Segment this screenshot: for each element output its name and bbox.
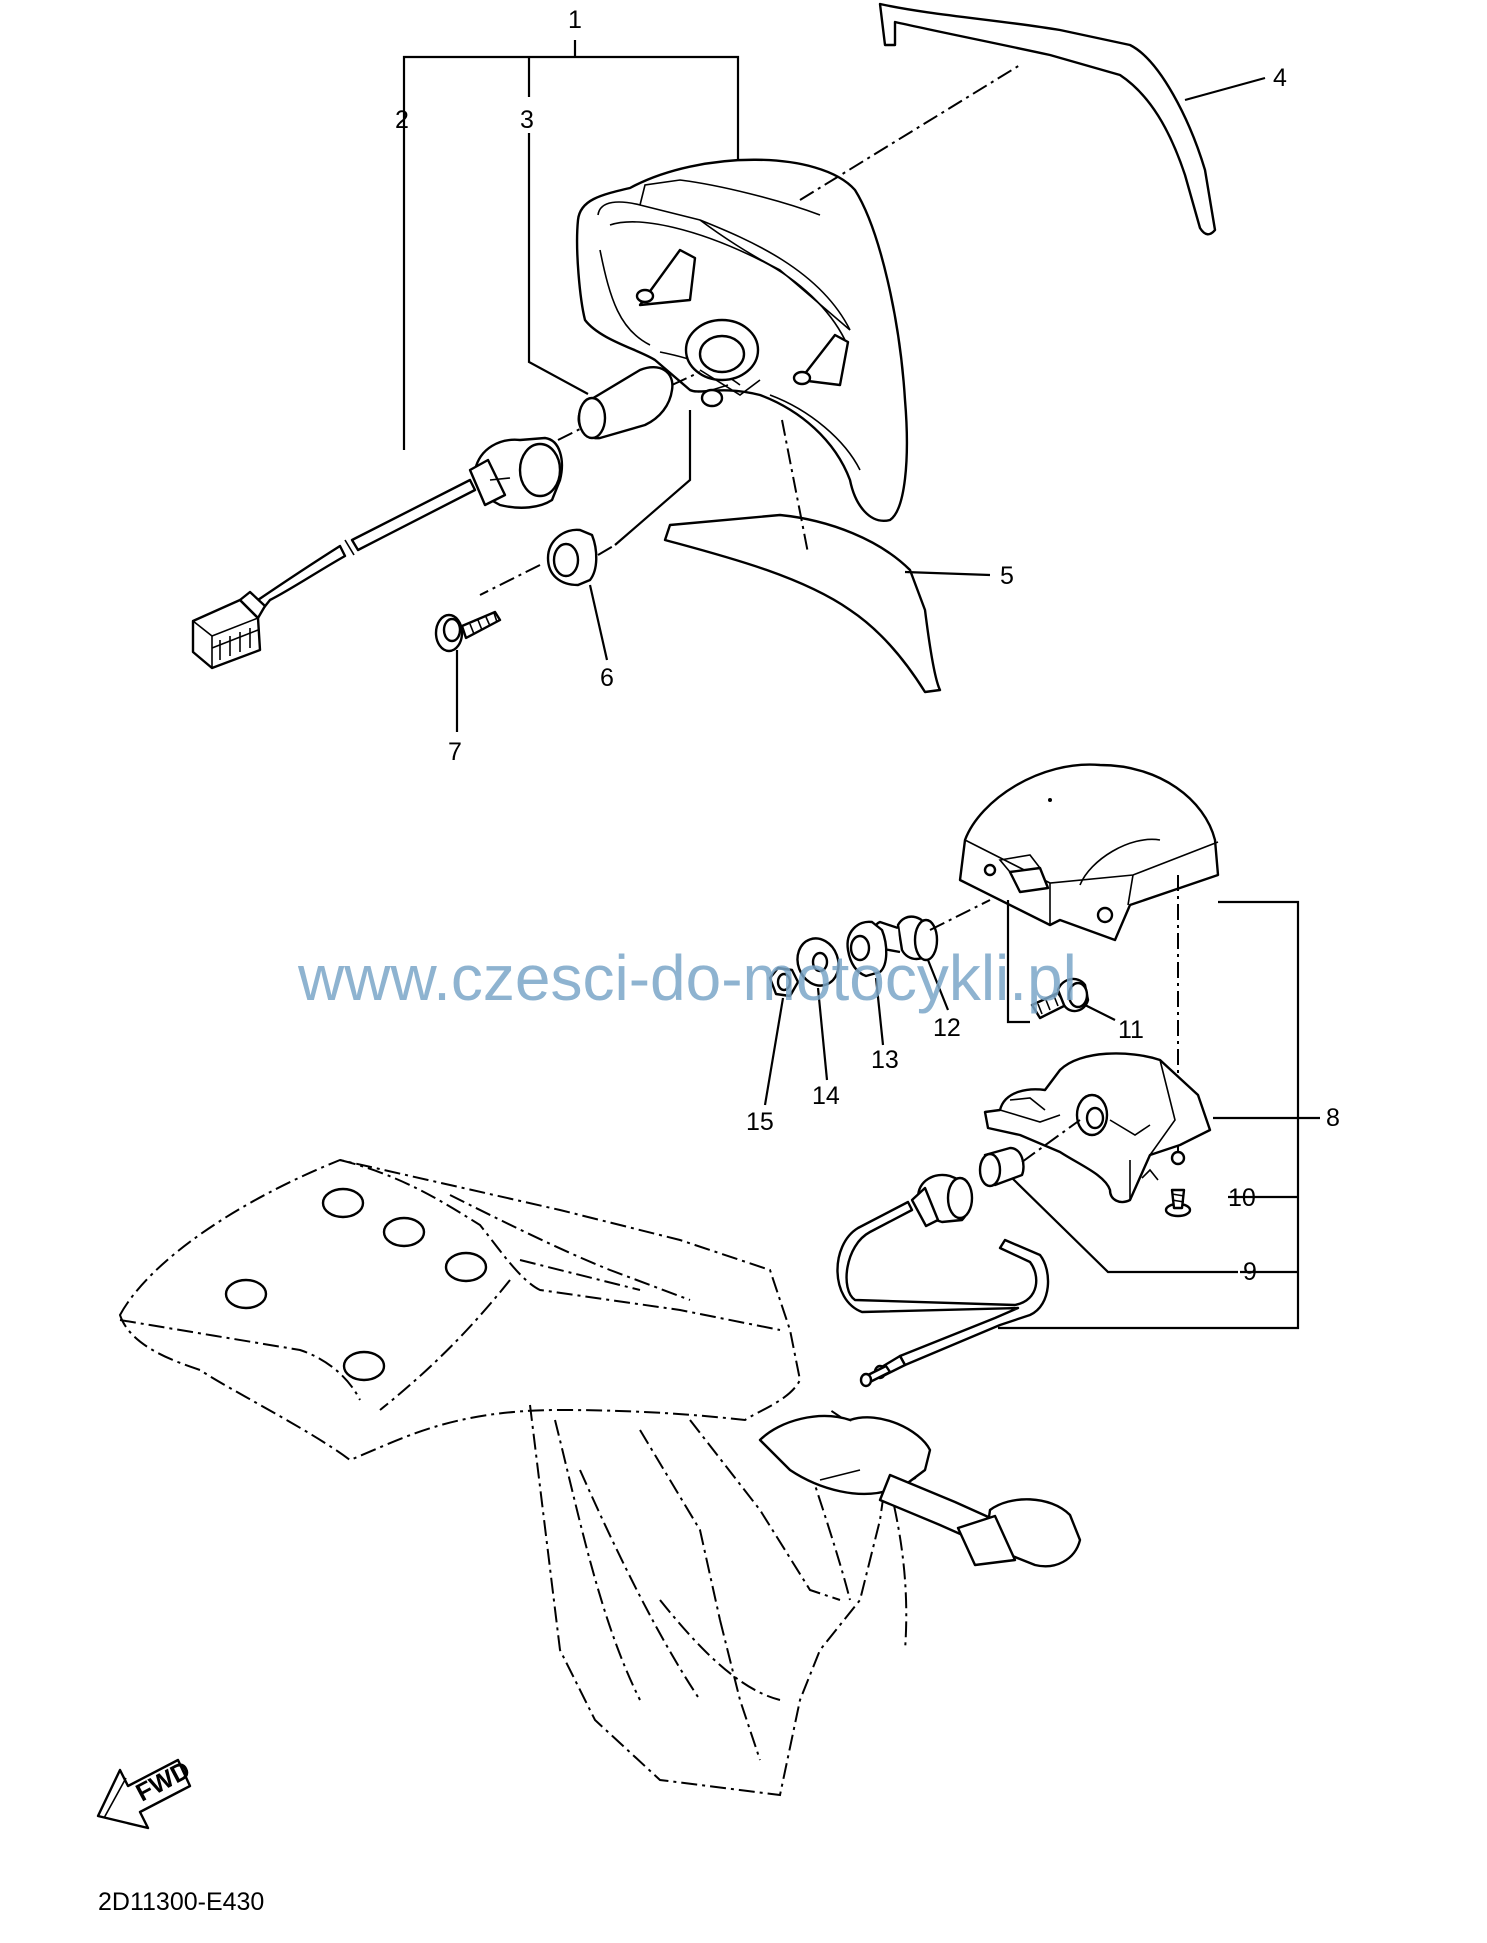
washer-14 <box>796 937 840 1081</box>
callout-5: 5 <box>1000 562 1014 590</box>
callout-4: 4 <box>1273 64 1287 92</box>
screw-7 <box>434 610 502 732</box>
taillight-housing <box>575 158 909 522</box>
fwd-arrow-icon: FWD <box>96 1756 195 1830</box>
screw-10 <box>1164 1188 1192 1218</box>
license-light-body <box>983 1052 1212 1204</box>
callout-2: 2 <box>395 106 409 134</box>
callout-12: 12 <box>933 1014 961 1042</box>
bulb-3 <box>557 366 701 441</box>
reflector-4 <box>878 2 1266 236</box>
turn-signal <box>758 1414 1082 1568</box>
nut-15 <box>763 966 800 1106</box>
bolt-11 <box>1006 900 1116 1024</box>
callout-10: 10 <box>1228 1184 1256 1212</box>
watermark: www.czesci-do-motocykli.pl <box>297 942 1077 1014</box>
bracket-1 <box>402 40 740 450</box>
rear-fender <box>118 1158 908 1797</box>
callout-3: 3 <box>520 106 534 134</box>
license-light-lens <box>958 763 1220 942</box>
cover-5 <box>663 419 991 694</box>
callout-13: 13 <box>871 1046 899 1074</box>
callout-15: 15 <box>746 1108 774 1136</box>
diagram-code: 2D11300-E430 <box>98 1888 264 1916</box>
bulb-9 <box>978 1119 1238 1274</box>
socket-cord-2 <box>191 436 564 670</box>
callout-7: 7 <box>448 738 462 766</box>
leader-3 <box>527 133 589 395</box>
grommet-13 <box>846 920 888 1046</box>
callout-11: 11 <box>1118 1016 1144 1044</box>
grommet-6 <box>479 410 692 661</box>
centerline-4 <box>799 64 1021 201</box>
callout-1: 1 <box>568 6 582 34</box>
callout-6: 6 <box>600 664 614 692</box>
centerline-5 <box>781 419 809 554</box>
callout-14: 14 <box>812 1082 840 1110</box>
callout-8: 8 <box>1326 1104 1340 1132</box>
callout-9: 9 <box>1243 1258 1257 1286</box>
socket-wire-9 <box>836 1173 1050 1388</box>
